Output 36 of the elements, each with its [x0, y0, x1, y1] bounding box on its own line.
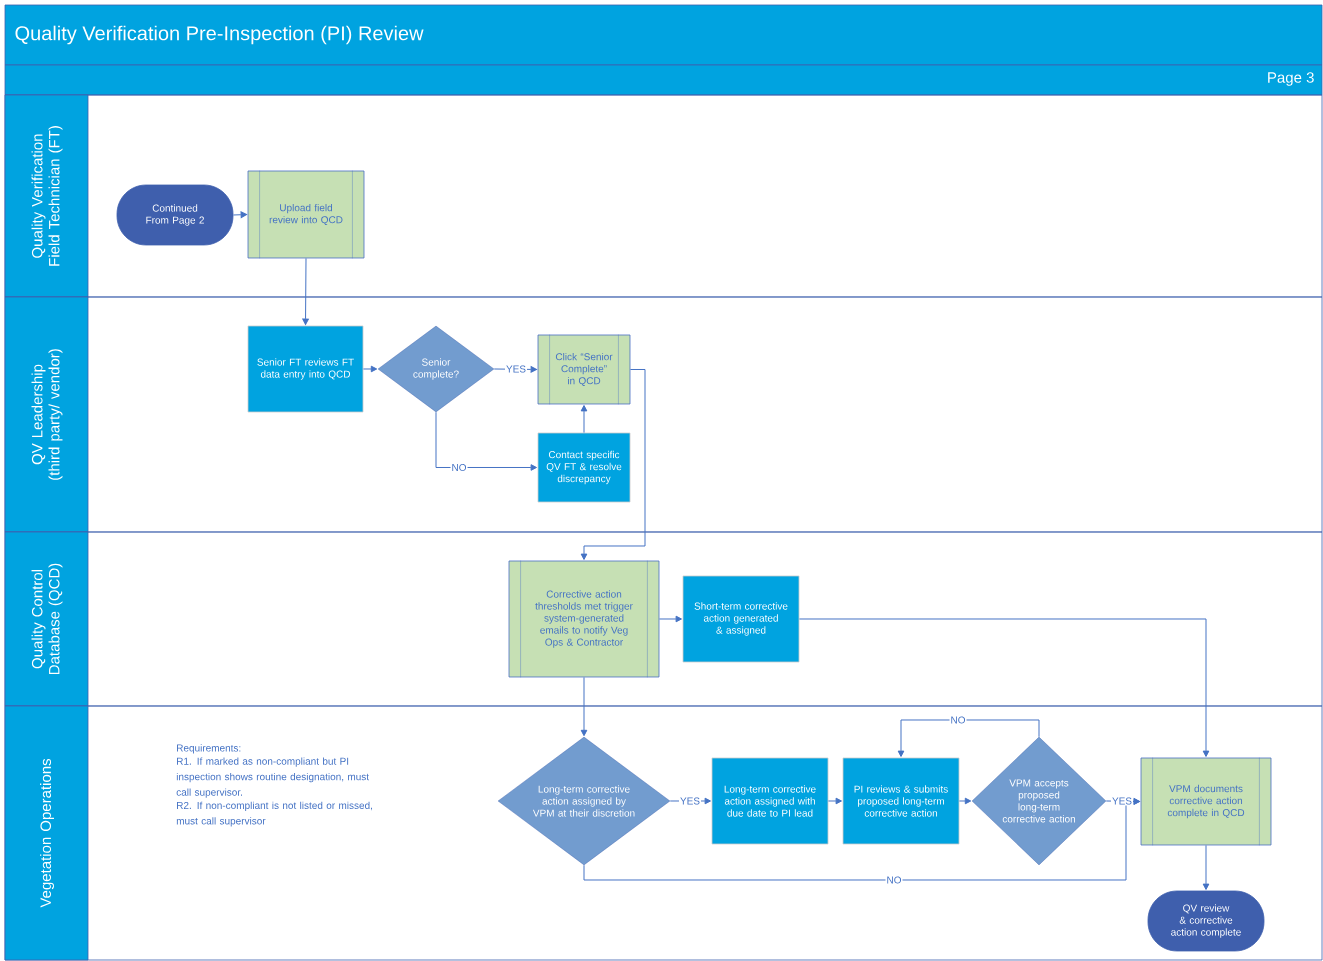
process-box: PI reviews & submits proposed long-term corrective action: [842, 757, 960, 845]
edge-label: NO: [450, 462, 468, 473]
arrow: [583, 798, 1140, 881]
arrow: [493, 366, 537, 373]
arrow: [435, 411, 537, 471]
title: Quality Verification Pre-Inspection (PI) Review: [15, 25, 424, 45]
edge-label: NO: [885, 875, 903, 885]
arrow: [232, 211, 247, 219]
arrow: [897, 719, 1040, 757]
arrow: [362, 365, 378, 373]
predefined-process-box: Upload field review into QCD: [247, 170, 365, 259]
requirement-note: R2. If non-compliant is not listed or missed, must call supervisor: [176, 801, 372, 827]
arrow: [958, 797, 972, 805]
arrow: [1202, 844, 1210, 890]
arrow: [798, 618, 1210, 757]
requirement-note: R1. If marked as non-compliant but PI inspection shows routine designation, must call supervisor.: [176, 757, 369, 798]
edge-label: YES: [1111, 796, 1133, 806]
arrow: [827, 797, 842, 805]
process-box: Short-term corrective action generated & assigned: [682, 575, 800, 663]
edge-label: NO: [949, 715, 967, 725]
process-box: Senior FT reviews FT data entry into QCD: [247, 325, 364, 413]
edge-label: YES: [505, 364, 527, 374]
arrow: [580, 676, 588, 737]
arrow: [580, 405, 588, 434]
arrow: [658, 615, 682, 623]
arrow: [302, 257, 309, 325]
predefined-process-box: Click “Senior Complete” in QCD: [537, 334, 631, 405]
predefined-process-box: Corrective action thresholds met trigger system-generated emails to notify Veg Ops & Contractor: [508, 560, 660, 678]
page-number: Page 3: [1268, 72, 1314, 86]
process-box: Contact specific QV FT & resolve discrepancy: [537, 432, 631, 503]
arrow: [580, 369, 646, 560]
arrow: [669, 797, 711, 805]
requirement-note: Requirements:: [177, 744, 241, 754]
predefined-process-box: VPM documents corrective action complete in QCD: [1140, 757, 1272, 846]
process-box: Long-term corrective action assigned with due date to PI lead: [711, 757, 829, 845]
edge-label: YES: [679, 796, 701, 806]
